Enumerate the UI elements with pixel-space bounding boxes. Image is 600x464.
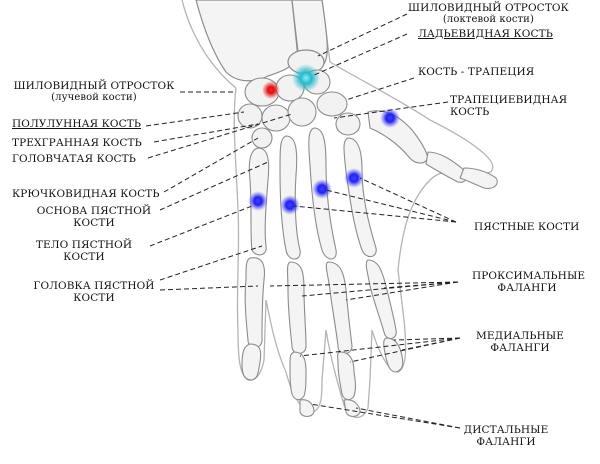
marker-metacarpal-2 xyxy=(344,168,364,188)
label-metacarpals: ПЯСТНЫЕ КОСТИ xyxy=(474,221,580,233)
forearm-outline-left xyxy=(181,0,237,89)
marker-scaphoid xyxy=(292,64,320,92)
label-capitate: ГОЛОВЧАТАЯ КОСТЬ xyxy=(12,153,136,165)
phalanx-bones xyxy=(241,257,404,418)
marker-metacarpal-3 xyxy=(312,179,332,199)
bone-markers xyxy=(248,64,400,215)
label-radius-styloid: ШИЛОВИДНЫЙ ОТРОСТОК (лучевой кости) xyxy=(13,80,175,103)
leader-lines xyxy=(145,13,461,429)
label-proximal-phalanges: ПРОКСИМАЛЬНЫЕ ФАЛАНГИ xyxy=(472,270,586,294)
label-metacarpal-head: ГОЛОВКА ПЯСТНОЙ КОСТИ xyxy=(33,280,155,304)
marker-trapezoid xyxy=(380,108,400,128)
radius-bone xyxy=(195,0,299,82)
label-ulna-styloid: ШИЛОВИДНЫЙ ОТРОСТОК (локтевой кости) xyxy=(408,2,569,25)
marker-metacarpal-4 xyxy=(280,195,300,215)
metacarpal-bones xyxy=(248,127,377,260)
marker-radius-styloid xyxy=(262,81,280,99)
label-medial-phalanges: МЕДИАЛЬНЫЕ ФАЛАНГИ xyxy=(475,330,565,354)
label-trapezoid: ТРАПЕЦИЕВИДНАЯ КОСТЬ xyxy=(450,94,568,118)
label-distal-phalanges: ДИСТАЛЬНЫЕ ФАЛАНГИ xyxy=(463,424,549,448)
label-hamate: КРЮЧКОВИДНАЯ КОСТЬ xyxy=(12,188,160,200)
label-scaphoid: ЛАДЬЕВИДНАЯ КОСТЬ xyxy=(418,28,553,40)
label-metacarpal-body: ТЕЛО ПЯСТНОЙ КОСТИ xyxy=(35,239,133,263)
marker-metacarpal-5 xyxy=(248,191,268,211)
label-trapezium: КОСТЬ - ТРАПЕЦИЯ xyxy=(418,66,535,78)
label-lunate: ПОЛУЛУННАЯ КОСТЬ xyxy=(12,118,141,130)
label-triquetrum: ТРЕХГРАННАЯ КОСТЬ xyxy=(12,137,142,149)
label-metacarpal-base: ОСНОВА ПЯСТНОЙ КОСТИ xyxy=(36,205,152,229)
